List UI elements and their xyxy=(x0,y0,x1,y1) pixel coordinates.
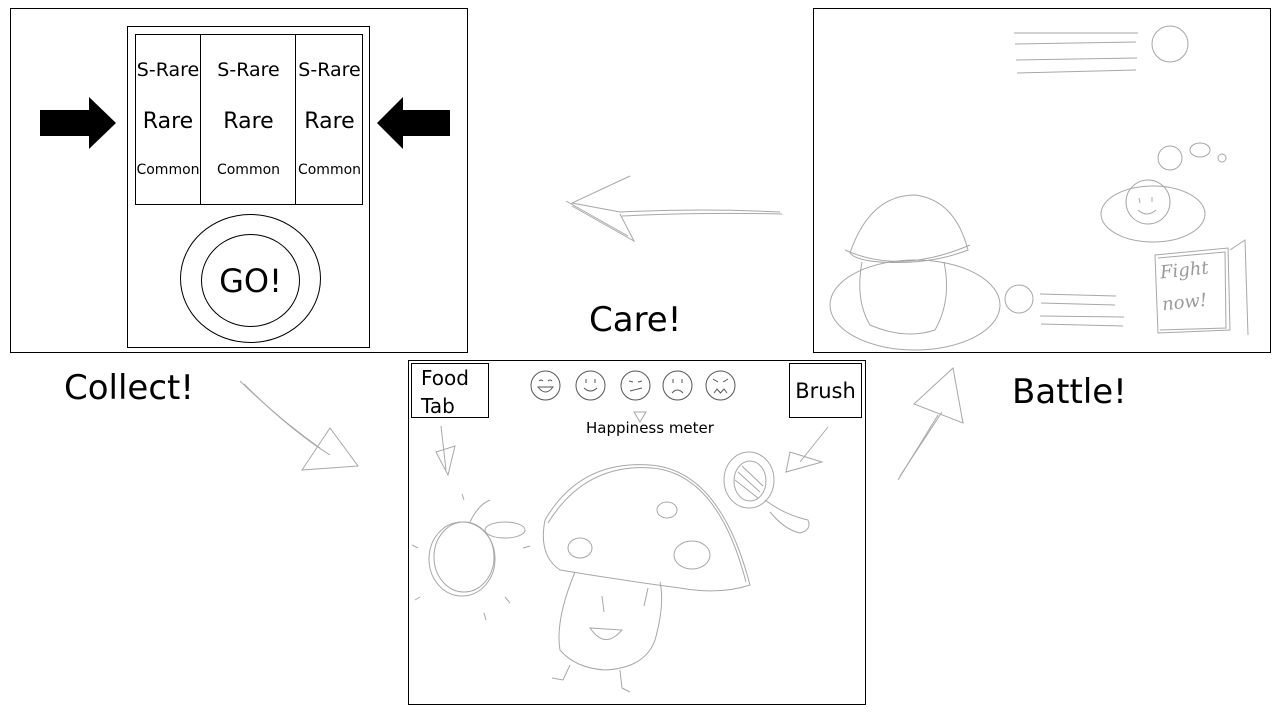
slot-reel-3: S-Rare Rare Common xyxy=(295,35,363,204)
angry-face-icon xyxy=(705,370,736,401)
tier-rare: Rare xyxy=(142,109,194,134)
tier-common: Common xyxy=(216,162,281,178)
food-tab-button[interactable]: Food Tab xyxy=(411,363,489,418)
battle-caption: Battle! xyxy=(1012,372,1127,412)
tier-common: Common xyxy=(297,162,362,178)
collect-caption: Collect! xyxy=(64,368,195,408)
slot-reel-1: S-Rare Rare Common xyxy=(136,35,200,204)
sad-face-icon xyxy=(662,370,693,401)
food-tab-label-line2: Tab xyxy=(421,394,455,418)
arrow-left-icon xyxy=(377,97,450,149)
tier-s-rare: S-Rare xyxy=(136,59,200,81)
tier-rare: Rare xyxy=(304,109,355,134)
slot-machine: S-Rare Rare Common S-Rare Rare Common S-… xyxy=(135,34,363,205)
tier-common: Common xyxy=(136,162,200,178)
go-button-ring xyxy=(180,214,321,343)
food-tab-label-line1: Food xyxy=(421,366,469,390)
flow-arrow-left-icon xyxy=(565,175,783,243)
flow-arrow-down-right-icon xyxy=(239,380,359,471)
happy-face-icon xyxy=(575,370,606,401)
tier-s-rare: S-Rare xyxy=(298,59,361,81)
very-happy-face-icon xyxy=(530,370,561,401)
flow-arrow-up-right-icon xyxy=(897,367,964,481)
go-button[interactable]: GO! xyxy=(201,234,300,327)
tier-rare: Rare xyxy=(223,109,274,134)
gacha-phone-frame xyxy=(127,26,370,348)
care-caption: Care! xyxy=(589,300,682,340)
tier-s-rare: S-Rare xyxy=(217,59,280,81)
happiness-meter-label: Happiness meter xyxy=(586,419,714,437)
brush-button[interactable]: Brush xyxy=(789,363,862,418)
arrow-right-icon xyxy=(40,97,116,149)
slot-reel-2: S-Rare Rare Common xyxy=(200,35,296,204)
neutral-face-icon xyxy=(620,370,651,401)
